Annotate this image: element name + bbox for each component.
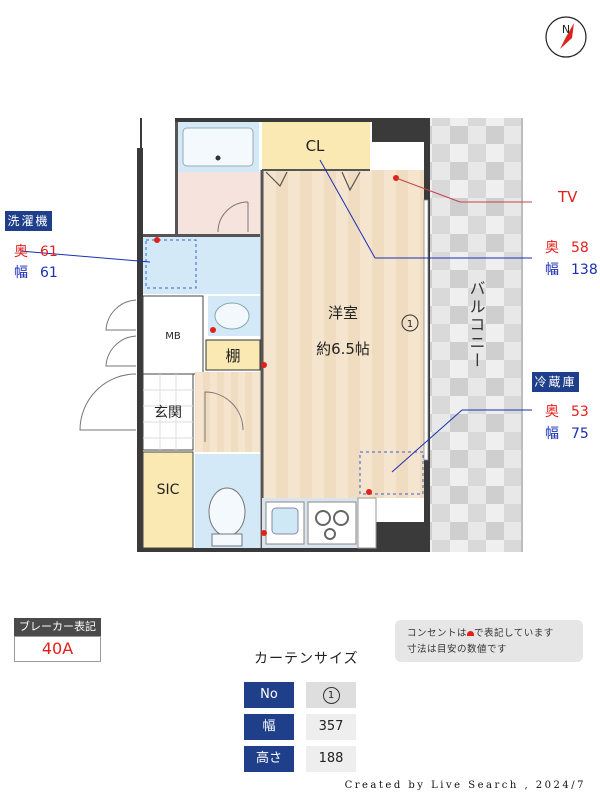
entrance-label: 玄関 [154, 404, 182, 421]
sic-label: SIC [157, 482, 180, 498]
hallway [195, 372, 260, 452]
outlet-dot [261, 530, 267, 536]
mb-label: MB [165, 331, 181, 342]
curtain-title: カーテンサイズ [254, 651, 359, 667]
note-line-2: 寸法は目安の数値です [407, 644, 508, 655]
fridge-leader [391, 409, 463, 473]
washer-area [143, 236, 260, 294]
compass: N [545, 16, 587, 58]
tv-label: TV [558, 188, 578, 206]
breaker-title: ブレーカー表記 [14, 618, 101, 636]
washer-placement [145, 239, 197, 289]
outlet-symbol-icon [467, 631, 475, 636]
washer-title: 洗濯機 [5, 211, 52, 231]
room-window-number: 1 [407, 319, 413, 330]
outlet-dot [210, 327, 216, 333]
washer-leader [19, 250, 151, 263]
room-size-label: 約6.5帖 [316, 340, 370, 358]
curtain-row-height-label: 高さ [244, 746, 294, 772]
balcony-floor [430, 118, 522, 552]
meter-box-room [142, 295, 204, 375]
curtain-row-no-value: 1 [306, 682, 356, 708]
balcony-label: バルコニー [467, 280, 486, 370]
closet [262, 122, 370, 170]
floor-plan: CL 洋室 約6.5帖 1 棚 玄関 SIC MB バルコニー [19, 118, 532, 552]
curtain-row-width-value: 357 [306, 714, 356, 740]
shelf-label: 棚 [225, 347, 240, 365]
outlet-dot [261, 362, 267, 368]
outlet-dot [366, 489, 372, 495]
fridge-title: 冷蔵庫 [532, 372, 579, 392]
outlet-dot [154, 237, 160, 243]
entrance-floor [142, 373, 194, 451]
credit-text: Created by Live Search , 2024/7 [344, 780, 586, 791]
tv-leader [395, 177, 461, 203]
curtain-row-height-value: 188 [306, 746, 356, 772]
fridge-placement [359, 451, 424, 495]
shelf-box [205, 339, 261, 371]
sic-closet [142, 451, 194, 549]
note-line-1: コンセントはで表記しています [407, 628, 554, 639]
tv-space-leader [319, 159, 376, 259]
curtain-row-no-label: No [244, 682, 294, 708]
closet-label: CL [306, 137, 325, 155]
compass-north-label: N [562, 23, 570, 36]
curtain-row-width-label: 幅 [244, 714, 294, 740]
room-name-label: 洋室 [328, 304, 358, 322]
breaker-value: 40A [14, 636, 101, 662]
notes-box: コンセントはで表記しています 寸法は目安の数値です [395, 620, 583, 662]
western-room-floor [262, 170, 424, 498]
